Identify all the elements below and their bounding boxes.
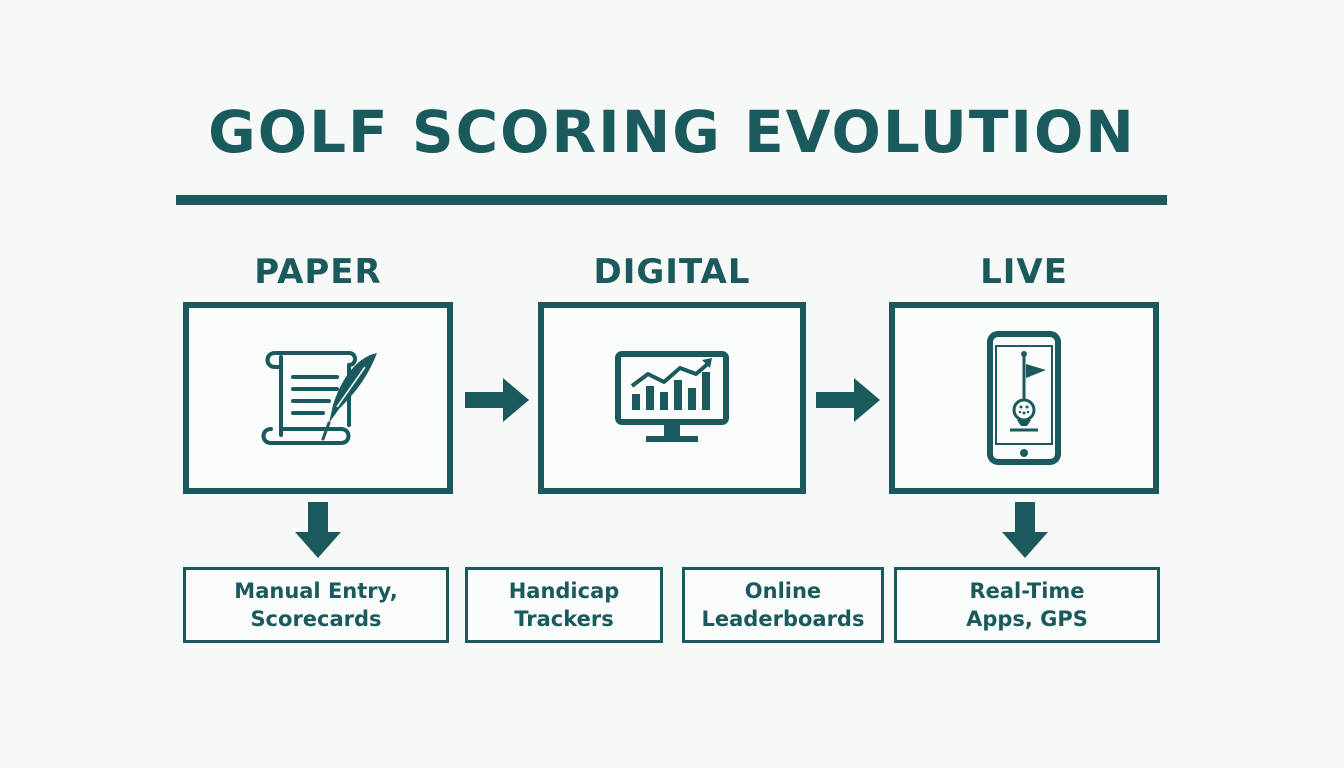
arrow-down-icon [1002,502,1048,558]
note-text: Handicap Trackers [508,579,620,631]
note-text: Online Leaderboards [701,579,865,631]
arrow-right-icon [465,378,529,422]
note-text: Manual Entry, Scorecards [234,579,398,631]
stage-box-digital [538,302,806,494]
smartphone-golf-flag-icon [987,331,1061,465]
stage-box-paper [183,302,453,494]
note-box-real-time-apps: Real-Time Apps, GPS [894,567,1160,643]
stage-label-paper: PAPER [254,252,382,292]
stage-label-digital: DIGITAL [593,252,751,292]
note-text: Real-Time Apps, GPS [966,579,1088,631]
note-box-online-leaderboards: Online Leaderboards [682,567,884,643]
monitor-chart-icon [615,351,729,442]
note-box-handicap-trackers: Handicap Trackers [465,567,663,643]
diagram-title: GOLF SCORING EVOLUTION [208,98,1136,166]
stage-label-live: LIVE [980,252,1068,292]
title-underline [176,195,1167,205]
note-box-manual-entry: Manual Entry, Scorecards [183,567,449,643]
scroll-quill-icon [261,351,377,445]
arrow-down-icon [295,502,341,558]
stage-box-live [889,302,1159,494]
arrow-right-icon [816,378,880,422]
